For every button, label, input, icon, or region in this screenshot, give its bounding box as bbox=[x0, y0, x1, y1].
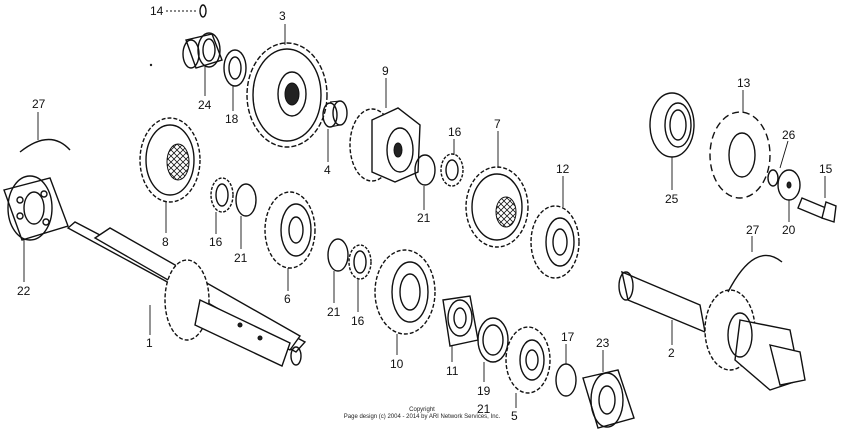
copyright-notice[interactable]: Page design (c) 2004 - 2014 by ARI Netwo… bbox=[344, 414, 501, 420]
callout-15[interactable]: 15 bbox=[819, 162, 833, 176]
callout-19[interactable]: 19 bbox=[477, 384, 491, 398]
callout-5[interactable]: 5 bbox=[511, 409, 518, 423]
callout-17[interactable]: 17 bbox=[561, 330, 575, 344]
callout-25[interactable]: 25 bbox=[665, 192, 679, 206]
callout-2[interactable]: 2 bbox=[668, 346, 675, 360]
callout-16-left[interactable]: 16 bbox=[209, 235, 223, 249]
part-21-circlip-lower[interactable] bbox=[327, 238, 349, 303]
part-8-gear[interactable] bbox=[139, 117, 201, 233]
callout-21-left[interactable]: 21 bbox=[234, 251, 248, 265]
callout-1[interactable]: 1 bbox=[146, 336, 153, 350]
part-16-washer-upper[interactable] bbox=[440, 139, 464, 187]
part-1-mainshaft[interactable] bbox=[66, 221, 307, 367]
part-13-sprocket[interactable] bbox=[709, 90, 771, 199]
part-27-snapring-right[interactable] bbox=[727, 236, 783, 293]
part-21-circlip-upper[interactable] bbox=[414, 154, 436, 210]
part-3-gear[interactable] bbox=[246, 24, 328, 148]
part-16-washer-left[interactable] bbox=[210, 177, 234, 234]
callout-6[interactable]: 6 bbox=[284, 292, 291, 306]
part-23-bearing[interactable] bbox=[582, 350, 635, 429]
part-20-platewasher[interactable] bbox=[777, 169, 801, 222]
callout-10[interactable]: 10 bbox=[390, 357, 404, 371]
callout-8[interactable]: 8 bbox=[162, 235, 169, 249]
callout-27-right[interactable]: 27 bbox=[746, 223, 760, 237]
part-11-bushing[interactable] bbox=[442, 295, 479, 362]
callout-26[interactable]: 26 bbox=[782, 128, 796, 142]
part-9-gear[interactable] bbox=[349, 78, 421, 183]
callout-22[interactable]: 22 bbox=[17, 284, 31, 298]
callout-21-upper[interactable]: 21 bbox=[417, 211, 431, 225]
callout-23[interactable]: 23 bbox=[596, 336, 610, 350]
part-25-oilseal[interactable] bbox=[649, 92, 695, 190]
callout-3[interactable]: 3 bbox=[279, 9, 286, 23]
copyright-label: Copyright bbox=[409, 407, 435, 413]
callout-14[interactable]: 14 bbox=[150, 4, 164, 18]
callout-7[interactable]: 7 bbox=[494, 117, 501, 131]
part-7-gear[interactable] bbox=[465, 131, 529, 248]
part-19-washer[interactable] bbox=[477, 317, 509, 382]
callout-11[interactable]: 11 bbox=[446, 364, 459, 378]
callout-9[interactable]: 9 bbox=[382, 64, 389, 78]
callout-13[interactable]: 13 bbox=[737, 76, 751, 90]
callout-27-left[interactable]: 27 bbox=[32, 97, 46, 111]
part-27-snapring-left[interactable] bbox=[19, 112, 71, 153]
part-18-washer[interactable] bbox=[223, 49, 247, 111]
callout-24[interactable]: 24 bbox=[198, 98, 212, 112]
part-14-pin[interactable] bbox=[166, 4, 207, 18]
callout-21-bottom[interactable]: 21 bbox=[477, 402, 491, 416]
part-4-bushing[interactable] bbox=[322, 100, 348, 162]
part-15-bolt[interactable] bbox=[797, 176, 837, 223]
part-10-gear[interactable] bbox=[374, 249, 436, 355]
part-2-countershaft[interactable] bbox=[618, 270, 806, 391]
part-6-gear[interactable] bbox=[264, 191, 316, 291]
part-17-circlip[interactable] bbox=[555, 344, 577, 397]
part-22-bearing[interactable] bbox=[3, 175, 69, 282]
callout-16-lower[interactable]: 16 bbox=[351, 314, 365, 328]
callout-16-upper[interactable]: 16 bbox=[448, 125, 462, 139]
callout-4[interactable]: 4 bbox=[324, 163, 331, 177]
part-26-lockwasher[interactable] bbox=[767, 140, 789, 187]
part-21-circlip-left[interactable] bbox=[235, 183, 257, 249]
part-24-bearing[interactable] bbox=[182, 32, 223, 96]
part-5-gear[interactable] bbox=[505, 326, 551, 408]
callout-12[interactable]: 12 bbox=[556, 162, 570, 176]
callout-18[interactable]: 18 bbox=[225, 112, 239, 126]
callout-20[interactable]: 20 bbox=[782, 223, 796, 237]
callout-21-lower[interactable]: 21 bbox=[327, 305, 341, 319]
stray-mark bbox=[149, 63, 153, 67]
part-16-washer-lower[interactable] bbox=[348, 244, 372, 312]
part-12-gear[interactable] bbox=[530, 176, 580, 279]
